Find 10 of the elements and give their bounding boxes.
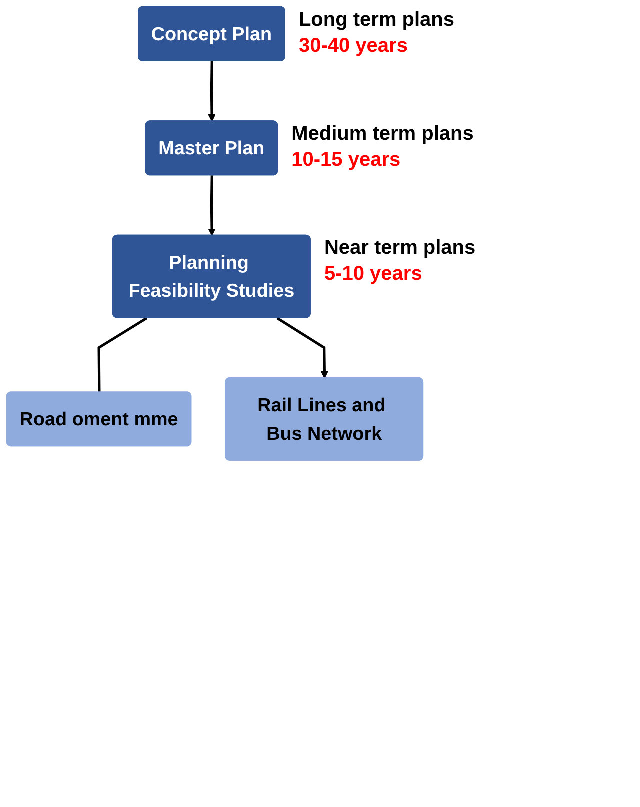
arrow [208, 176, 216, 236]
plan-term-text: Long term plans [298, 8, 455, 33]
duration-text: 5-10 years [324, 262, 424, 288]
connector [98, 317, 148, 393]
plan-term-text: Medium term plans [292, 122, 474, 148]
arrow [208, 61, 216, 122]
duration-text: 30-40 years [298, 34, 409, 59]
arrow [276, 317, 328, 379]
duration-text: 10-15 years [292, 148, 402, 174]
plan-term-text: Near term plans [324, 236, 476, 262]
